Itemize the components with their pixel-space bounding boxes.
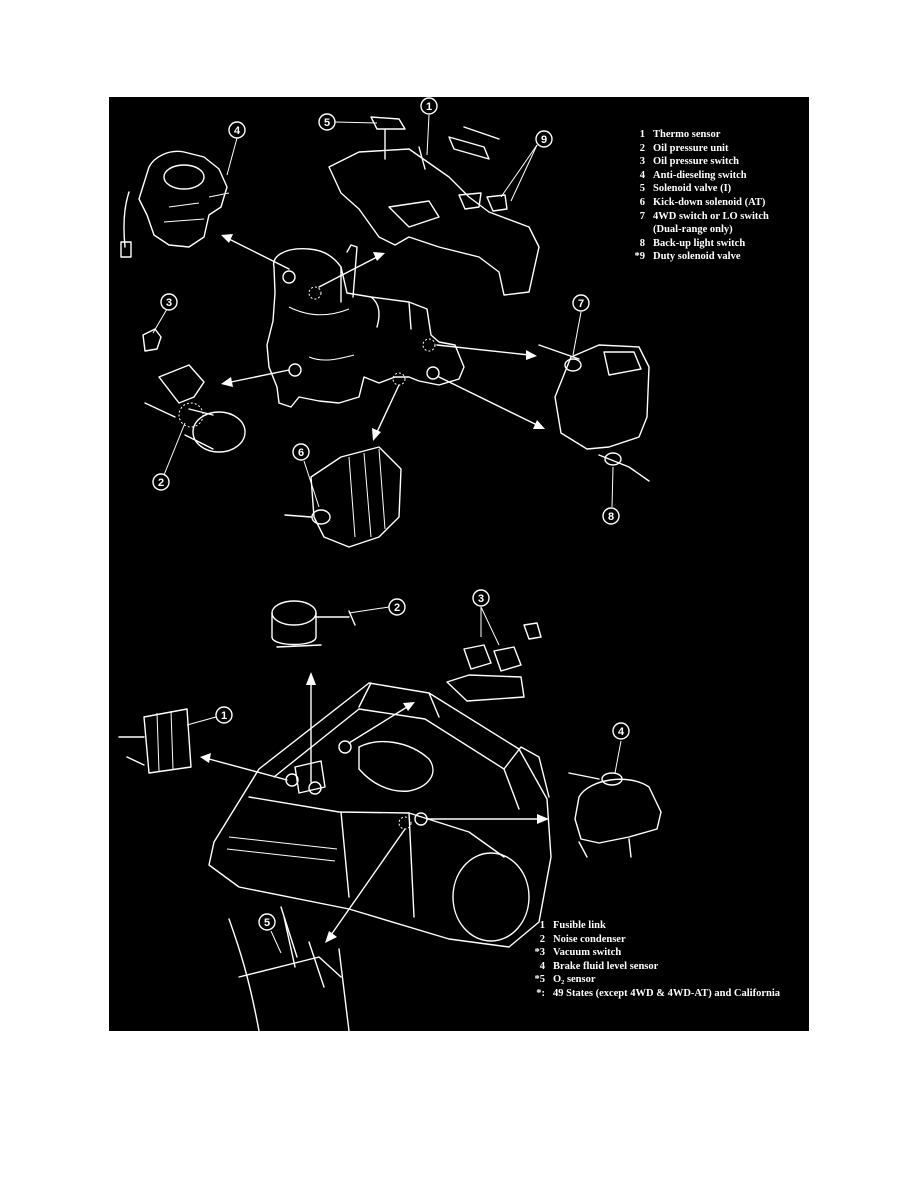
intake-manifold-part — [328, 116, 540, 296]
callout-top-3: 3 — [152, 293, 178, 334]
transfer-case-part — [538, 344, 650, 482]
brake-reservoir-part — [568, 772, 662, 858]
car-body-outline — [208, 682, 552, 948]
svg-text:6: 6 — [298, 447, 304, 459]
carburetor-part — [120, 150, 230, 258]
callout-bottom-3: 3 — [472, 589, 500, 646]
callout-bottom-1: 1 — [186, 706, 233, 726]
svg-text:4: 4 — [618, 726, 625, 738]
oil-pressure-switch-part — [142, 328, 162, 352]
sensor-location-markers-bottom — [285, 740, 428, 830]
vacuum-switch-part — [446, 622, 542, 702]
legend-bottom-item: *:49 States (except 4WD & 4WD-AT) and Ca… — [536, 987, 780, 999]
engine-transmission-outline — [266, 244, 465, 408]
legend-top-item: (Dual-range only) — [653, 224, 733, 236]
svg-text:1: 1 — [426, 101, 432, 113]
callout-bottom-4: 4 — [612, 722, 630, 774]
callout-top-9: 9 — [500, 130, 553, 202]
fusible-link-part — [118, 708, 192, 774]
svg-text:4: 4 — [234, 125, 241, 137]
sensor-location-markers-top — [282, 270, 440, 386]
svg-text:7: 7 — [578, 298, 584, 310]
svg-text:3: 3 — [478, 593, 484, 605]
svg-text:8: 8 — [608, 511, 614, 523]
svg-text:3: 3 — [166, 297, 172, 309]
noise-condenser-part — [271, 600, 356, 648]
callout-top-1: 1 — [420, 97, 438, 156]
callouts-bottom: 2 3 1 4 5 — [186, 589, 630, 954]
diagram-panel: 1 4 5 9 3 7 2 6 8 — [109, 97, 809, 1031]
component-diagram: 1 4 5 9 3 7 2 6 8 — [118, 97, 662, 1031]
callout-bottom-2: 2 — [348, 598, 406, 616]
callout-top-6: 6 — [292, 443, 320, 508]
callout-top-2: 2 — [152, 422, 186, 491]
svg-text:5: 5 — [264, 917, 270, 929]
svg-text:5: 5 — [324, 117, 330, 129]
o2-sensor-detail — [228, 906, 350, 1031]
gearbox-part — [284, 446, 402, 548]
callout-top-8: 8 — [602, 466, 620, 525]
callouts-top: 1 4 5 9 3 7 2 6 8 — [152, 97, 620, 525]
callout-top-7: 7 — [572, 294, 590, 356]
svg-text:2: 2 — [158, 477, 164, 489]
oil-filter-part — [144, 364, 246, 453]
pointer-arrows-bottom — [200, 672, 549, 943]
svg-text:2: 2 — [394, 602, 400, 614]
callout-top-4: 4 — [226, 121, 246, 176]
svg-text:1: 1 — [221, 710, 227, 722]
pointer-arrows-top — [221, 234, 545, 441]
callout-top-5: 5 — [318, 113, 378, 131]
callout-bottom-5: 5 — [258, 913, 282, 954]
svg-text:9: 9 — [541, 134, 547, 146]
